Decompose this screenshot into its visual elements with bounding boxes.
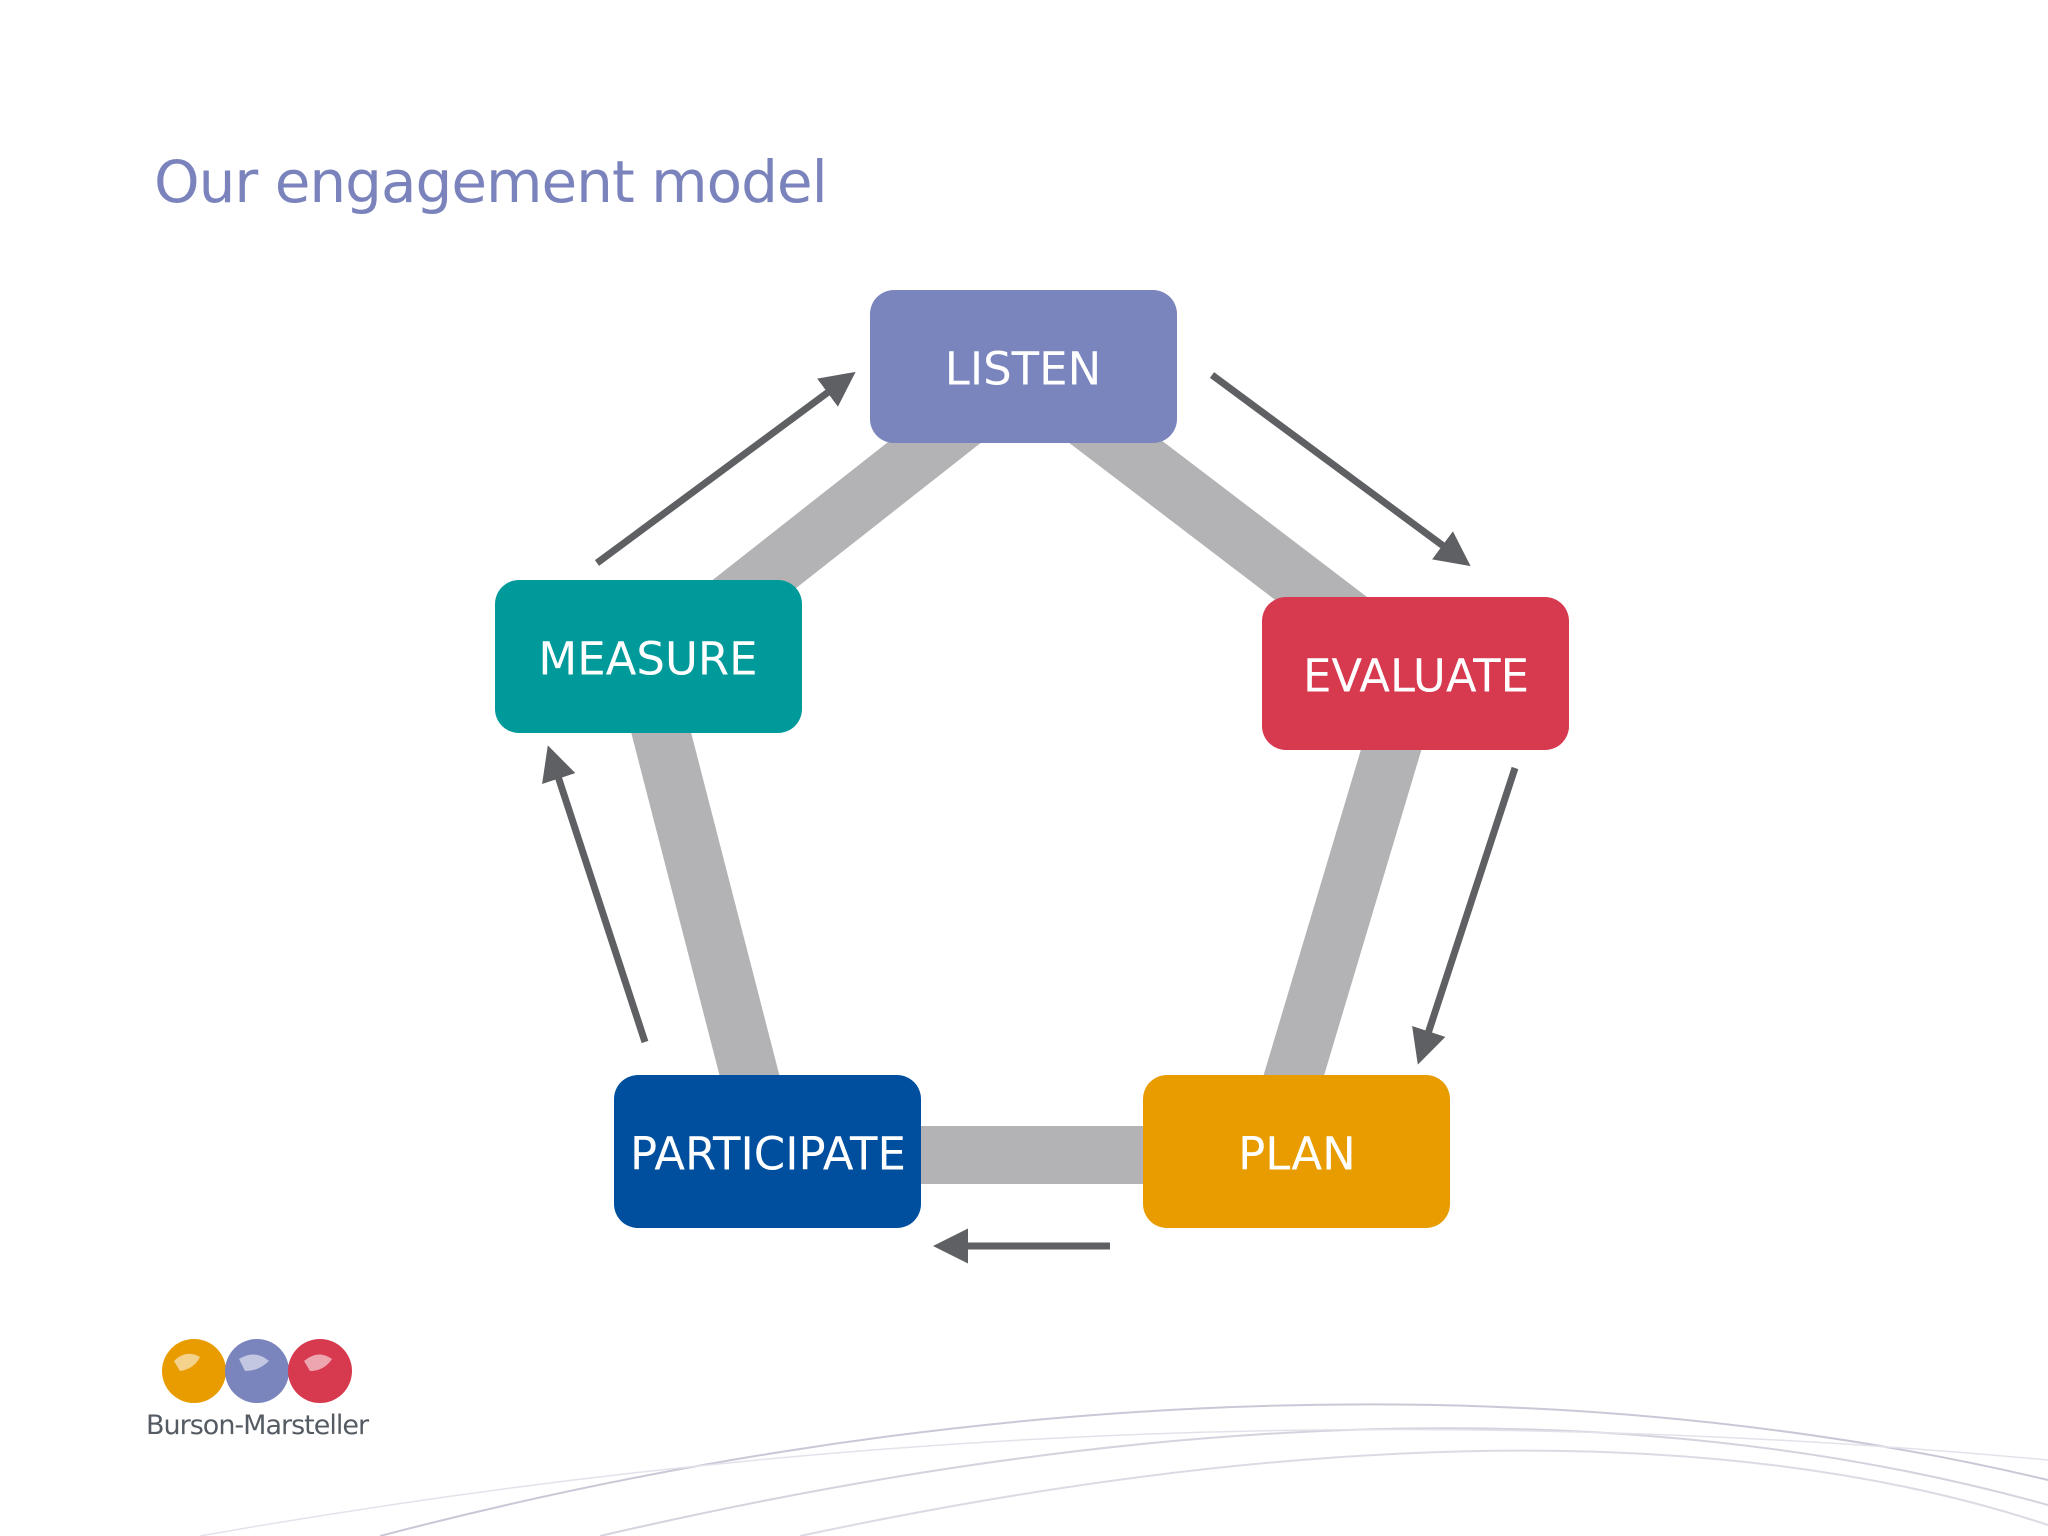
- burson-marsteller-logo: [162, 1339, 352, 1403]
- stage-evaluate-label: EVALUATE: [1303, 650, 1529, 703]
- stage-listen-label: LISTEN: [945, 343, 1102, 396]
- stage-plan: PLAN: [1143, 1075, 1450, 1228]
- stage-measure-label: MEASURE: [538, 633, 757, 686]
- stage-participate-box: [614, 1075, 921, 1228]
- logo-globe-blue-icon: [225, 1339, 289, 1403]
- arrow-listen-to-evaluate: [1209, 372, 1471, 567]
- stage-measure-box: [495, 580, 802, 733]
- arrow-evaluate-to-plan: [1412, 766, 1519, 1065]
- logo-globe-orange-icon: [162, 1339, 226, 1403]
- brand-name: Burson-Marsteller: [146, 1410, 369, 1441]
- slide-title: Our engagement model: [154, 148, 828, 216]
- stage-participate-label: PARTICIPATE: [630, 1128, 906, 1181]
- stage-plan-label: PLAN: [1238, 1128, 1356, 1181]
- stage-listen-box: [870, 290, 1177, 443]
- stage-evaluate-box: [1262, 597, 1569, 750]
- decorative-swoosh: [199, 1403, 2048, 1536]
- stage-participate: PARTICIPATE: [614, 1075, 921, 1228]
- arrow-measure-to-listen: [594, 371, 856, 566]
- stage-listen: LISTEN: [870, 290, 1177, 443]
- stage-evaluate: EVALUATE: [1262, 597, 1569, 750]
- stage-measure: MEASURE: [495, 580, 802, 733]
- logo-globe-red-icon: [288, 1339, 352, 1403]
- cycle-ring: [612, 335, 1449, 1184]
- cycle-arrows: [542, 371, 1519, 1264]
- stage-plan-box: [1143, 1075, 1450, 1228]
- arrow-participate-to-measure: [542, 745, 649, 1044]
